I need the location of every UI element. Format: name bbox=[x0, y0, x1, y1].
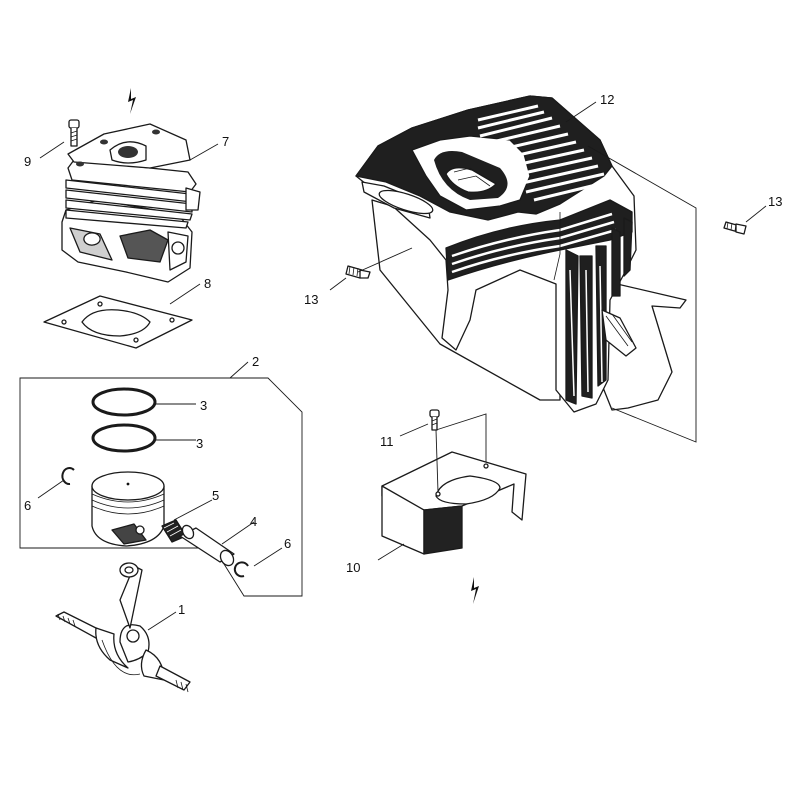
piston-kit-outline bbox=[19, 377, 303, 597]
gasket bbox=[43, 295, 193, 349]
callout-1: 1 bbox=[178, 602, 185, 617]
callout-3-lower: 3 bbox=[196, 436, 203, 451]
screw-13-right bbox=[723, 221, 747, 235]
crankshaft bbox=[55, 562, 191, 693]
callout-11: 11 bbox=[380, 434, 394, 449]
callout-2: 2 bbox=[252, 354, 259, 369]
callout-6-right: 6 bbox=[284, 536, 291, 551]
callout-6-left: 6 bbox=[24, 498, 31, 513]
engine-cover bbox=[355, 95, 687, 413]
direction-arrow-top bbox=[128, 88, 136, 114]
leader-lines bbox=[37, 101, 767, 631]
cover-plate bbox=[381, 451, 527, 555]
callout-13-right: 13 bbox=[768, 194, 782, 209]
direction-arrow-bottom bbox=[471, 577, 479, 604]
callout-7: 7 bbox=[222, 134, 229, 149]
callout-labels: 1 2 3 3 4 5 6 6 7 8 9 10 11 12 13 13 bbox=[24, 92, 782, 617]
callout-9: 9 bbox=[24, 154, 31, 169]
cylinder bbox=[61, 123, 201, 283]
screw-11 bbox=[429, 409, 440, 431]
piston-pin bbox=[179, 524, 235, 567]
screw-13-left bbox=[345, 265, 371, 279]
callout-5: 5 bbox=[212, 488, 219, 503]
piston bbox=[91, 471, 165, 547]
piston-ring-upper bbox=[91, 387, 157, 417]
callout-12: 12 bbox=[600, 92, 614, 107]
piston-ring-lower bbox=[91, 423, 157, 453]
callout-10: 10 bbox=[346, 560, 360, 575]
circlip-right bbox=[233, 561, 249, 578]
circlip-left bbox=[61, 467, 75, 486]
callout-4: 4 bbox=[250, 514, 257, 529]
callout-13-left: 13 bbox=[304, 292, 318, 307]
callout-3-upper: 3 bbox=[200, 398, 207, 413]
callout-8: 8 bbox=[204, 276, 211, 291]
screw-9 bbox=[68, 119, 80, 147]
